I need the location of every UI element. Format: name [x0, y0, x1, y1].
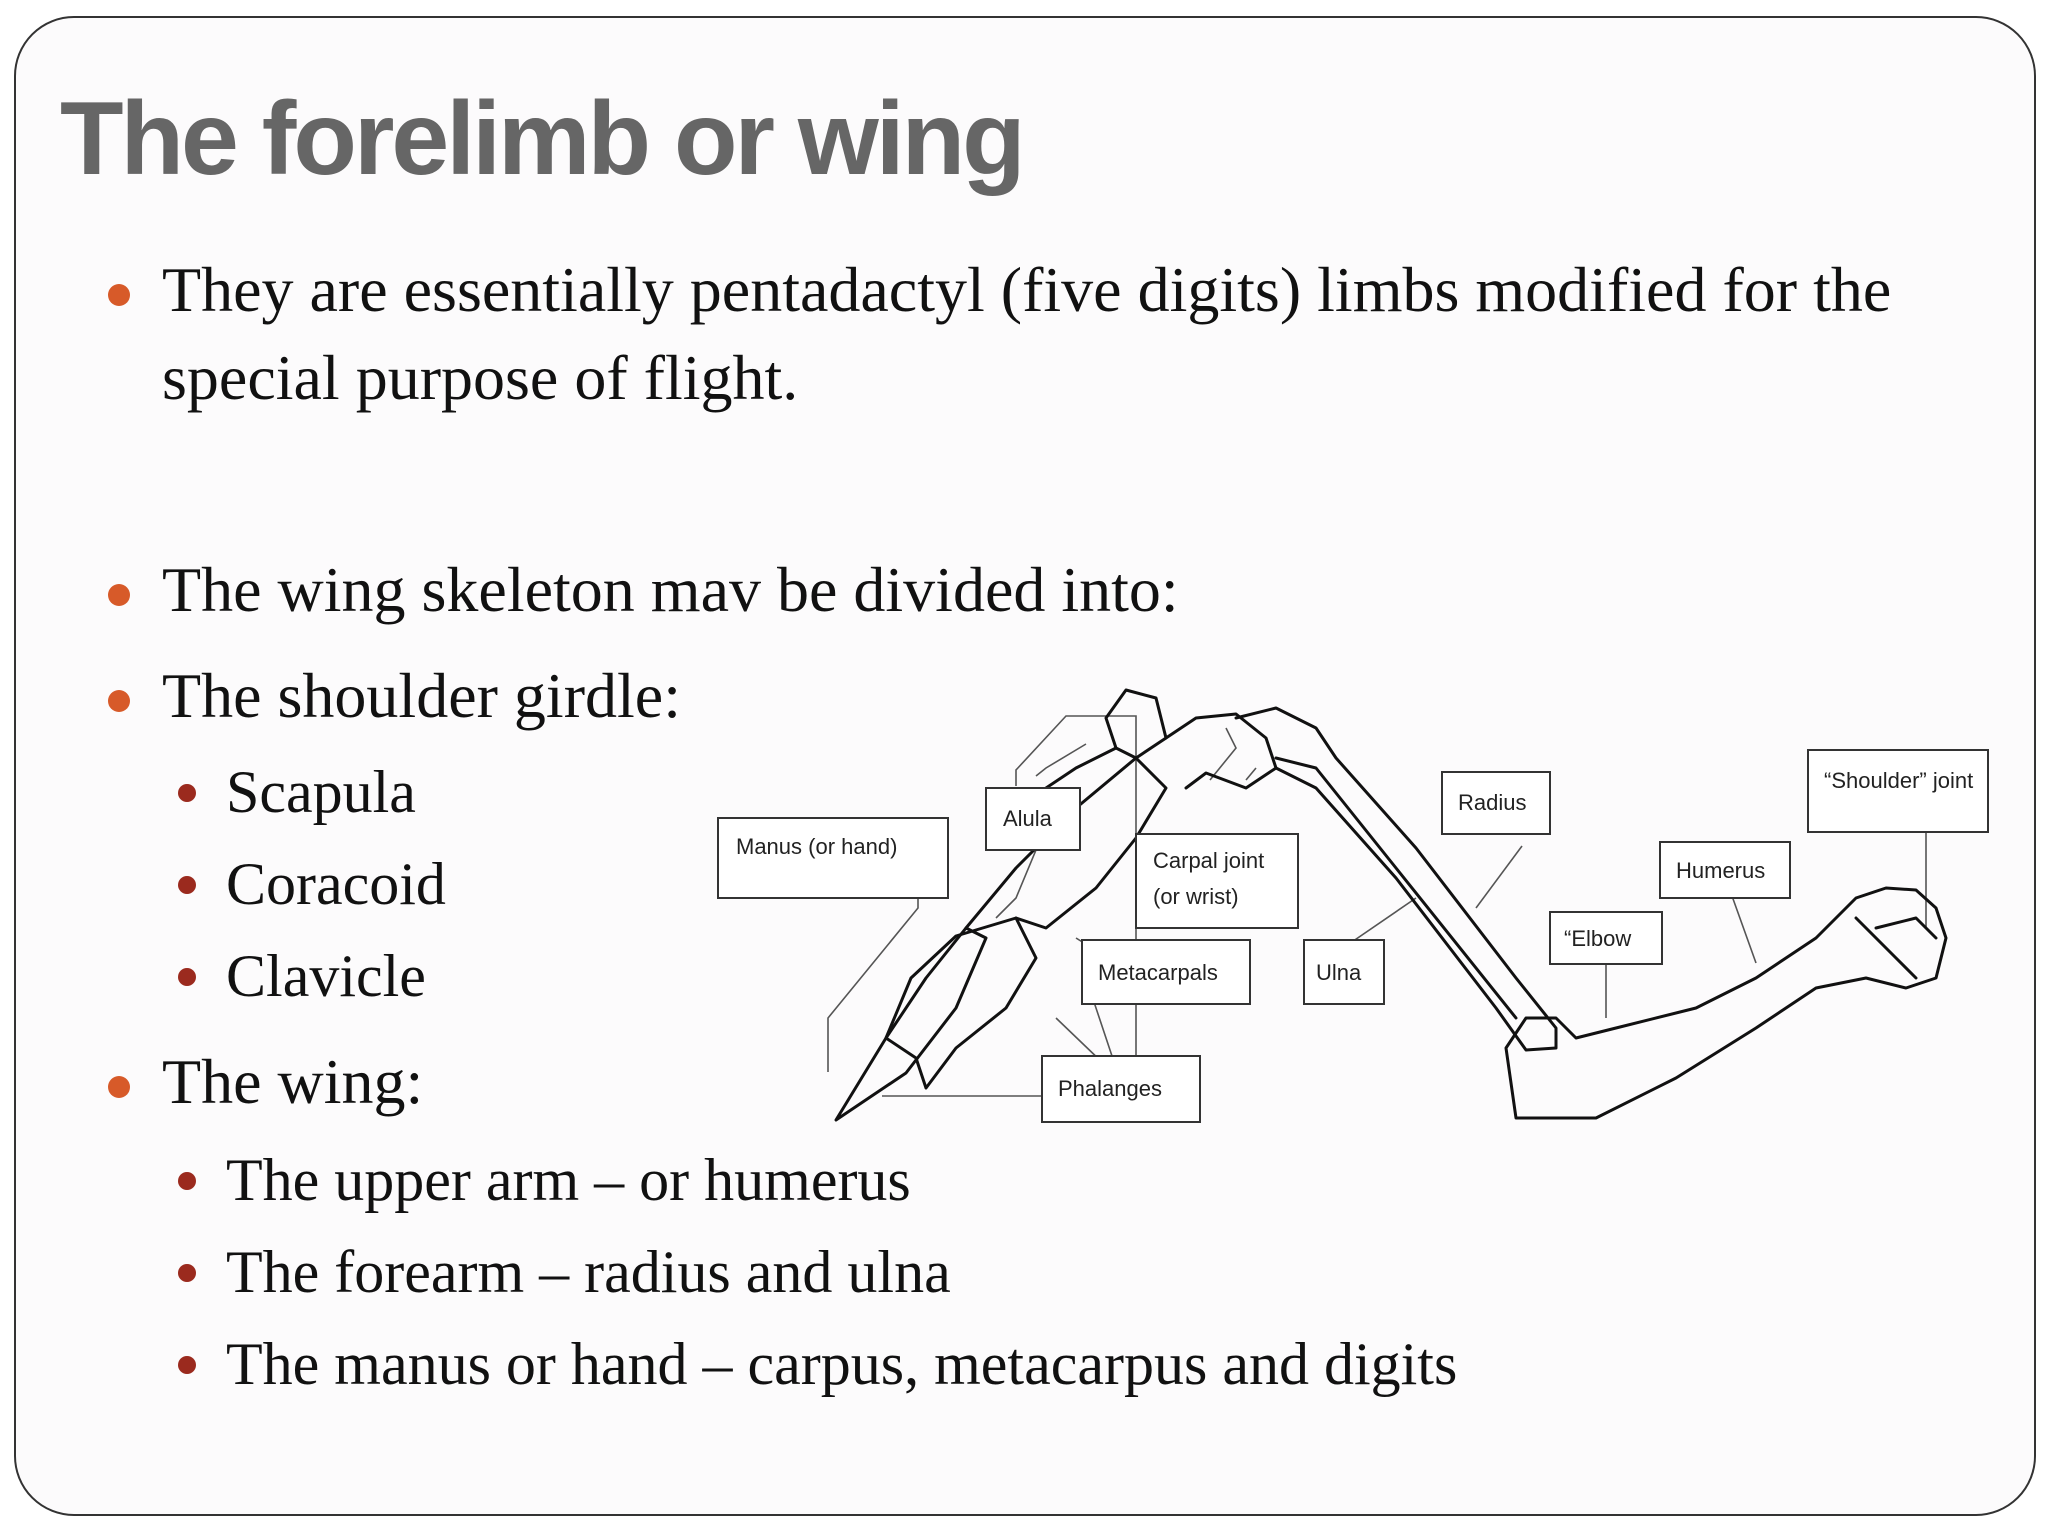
bullet-pentadactyl-line2: special purpose of flight.	[162, 342, 799, 413]
sub-bullet-forearm: The forearm – radius and ulna	[226, 1239, 951, 1305]
label-elbow-text: “Elbow	[1564, 926, 1631, 951]
label-radius-text: Radius	[1458, 790, 1526, 815]
sub-bullet-dot	[178, 1172, 196, 1190]
label-carpal-joint-line2: (or wrist)	[1153, 884, 1239, 909]
wing-skeleton-diagram: Manus (or hand) Alula Carpal joint (or w…	[716, 678, 2034, 1138]
label-shoulder-joint-text: “Shoulder” joint	[1824, 768, 1973, 793]
sub-bullet-upper-arm: The upper arm – or humerus	[226, 1147, 911, 1213]
label-carpal-joint-line1: Carpal joint	[1153, 848, 1264, 873]
wing-skeleton-svg: Manus (or hand) Alula Carpal joint (or w…	[717, 688, 1989, 1123]
label-phalanges: Phalanges	[1041, 1055, 1201, 1123]
label-humerus: Humerus	[1659, 841, 1791, 899]
label-manus-text: Manus (or hand)	[736, 834, 897, 859]
sub-bullet-clavicle: Clavicle	[226, 943, 426, 1009]
slide-title: The forelimb or wing	[60, 81, 1026, 197]
bullet-pentadactyl: They are essentially pentadactyl (five d…	[162, 246, 1982, 422]
label-alula-text: Alula	[1003, 806, 1053, 831]
bullet-dot	[108, 1076, 130, 1098]
bullet-dot	[108, 284, 130, 306]
label-ulna: Ulna	[1303, 939, 1385, 1005]
sub-bullet-dot	[178, 1356, 196, 1374]
label-metacarpals: Metacarpals	[1081, 939, 1251, 1005]
leader-lines	[827, 715, 1927, 1097]
sub-bullet-dot	[178, 1264, 196, 1282]
label-ulna-text: Ulna	[1316, 960, 1362, 985]
bullet-pentadactyl-line1: They are essentially pentadactyl (five d…	[162, 254, 1892, 325]
sub-bullet-manus: The manus or hand – carpus, metacarpus a…	[226, 1331, 1458, 1397]
label-manus: Manus (or hand)	[717, 817, 949, 899]
bullet-dot	[108, 584, 130, 606]
sub-bullet-dot	[178, 876, 196, 894]
label-shoulder-joint: “Shoulder” joint	[1807, 749, 1989, 833]
bullet-shoulder-girdle: The shoulder girdle:	[162, 660, 681, 731]
label-carpal-joint: Carpal joint (or wrist)	[1135, 833, 1299, 929]
label-radius: Radius	[1441, 771, 1551, 835]
label-metacarpals-text: Metacarpals	[1098, 960, 1218, 985]
label-humerus-text: Humerus	[1676, 858, 1765, 883]
label-phalanges-text: Phalanges	[1058, 1076, 1162, 1101]
bullet-dot	[108, 690, 130, 712]
sub-bullet-coracoid: Coracoid	[226, 851, 446, 917]
sub-bullet-dot	[178, 784, 196, 802]
sub-bullet-scapula: Scapula	[226, 759, 416, 825]
bullet-divided: The wing skeleton mav be divided into:	[162, 554, 1179, 625]
sub-bullet-dot	[178, 968, 196, 986]
slide: The forelimb or wing They are essentiall…	[14, 16, 2036, 1516]
label-elbow: “Elbow	[1549, 911, 1663, 965]
bone-outline	[834, 688, 1948, 1122]
label-alula: Alula	[985, 787, 1081, 851]
bullet-the-wing: The wing:	[162, 1046, 424, 1117]
